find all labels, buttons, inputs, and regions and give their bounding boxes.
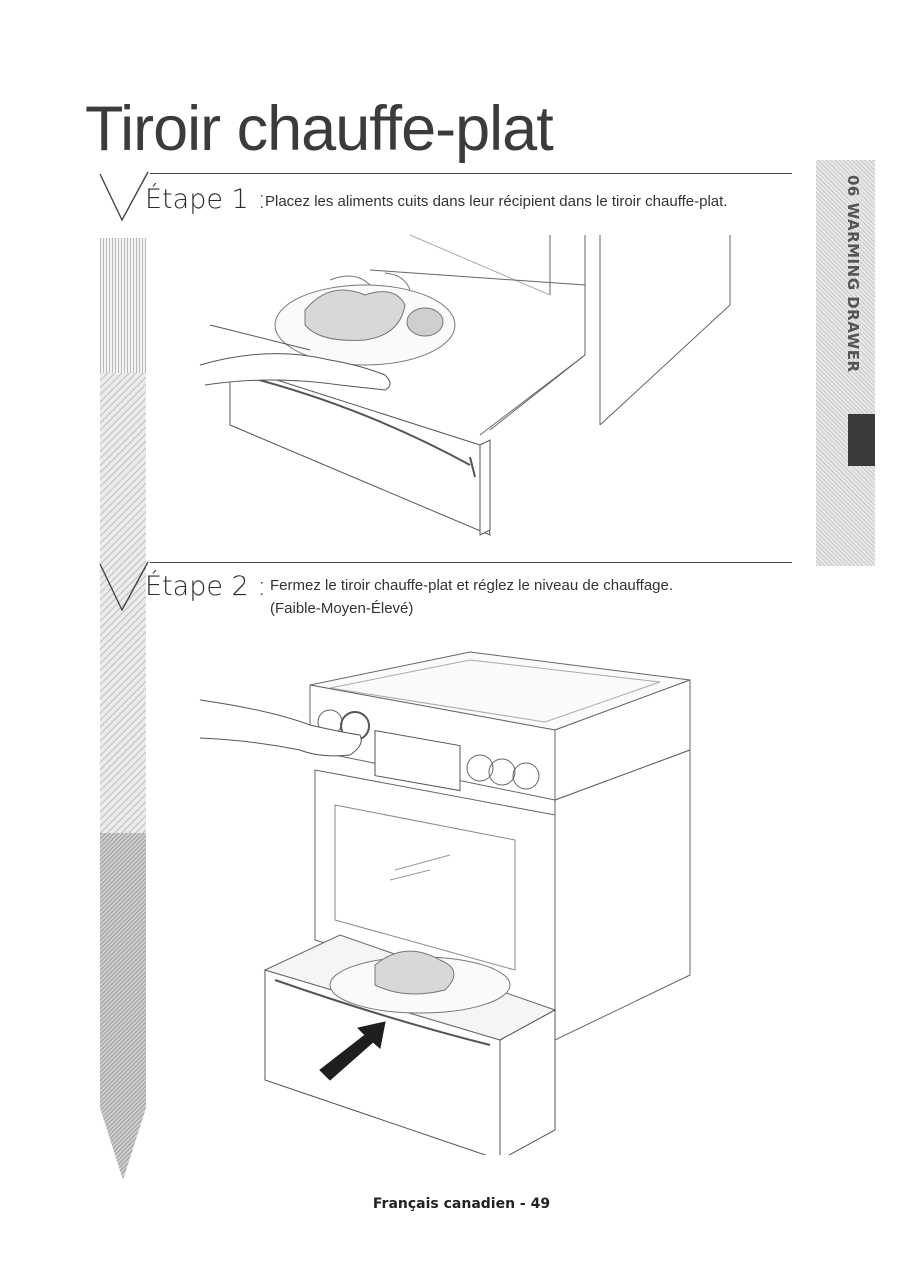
- step-progress-bar: [100, 168, 146, 1180]
- step-2-instruction-line-2: (Faible-Moyen-Élevé): [270, 597, 673, 620]
- step-2-divider: [150, 562, 792, 563]
- step-2-label: Étape 2 :: [145, 573, 266, 600]
- page-title: Tiroir chauffe-plat: [85, 98, 553, 161]
- step-1-label: Étape 1 :: [145, 186, 266, 213]
- chapter-tab-label: 06 WARMING DRAWER: [830, 175, 862, 415]
- step-2-instruction-line-1: Fermez le tiroir chauffe-plat et réglez …: [270, 574, 673, 597]
- chapter-tab-marker: [848, 414, 875, 466]
- step-1-divider: [150, 173, 792, 174]
- page-footer: Français canadien - 49: [0, 1196, 923, 1212]
- step-2-instruction: Fermez le tiroir chauffe-plat et réglez …: [270, 574, 673, 620]
- open-drawer-illustration: [190, 225, 750, 545]
- closing-drawer-illustration: [190, 640, 700, 1155]
- step-1-instruction: Placez les aliments cuits dans leur réci…: [265, 190, 727, 213]
